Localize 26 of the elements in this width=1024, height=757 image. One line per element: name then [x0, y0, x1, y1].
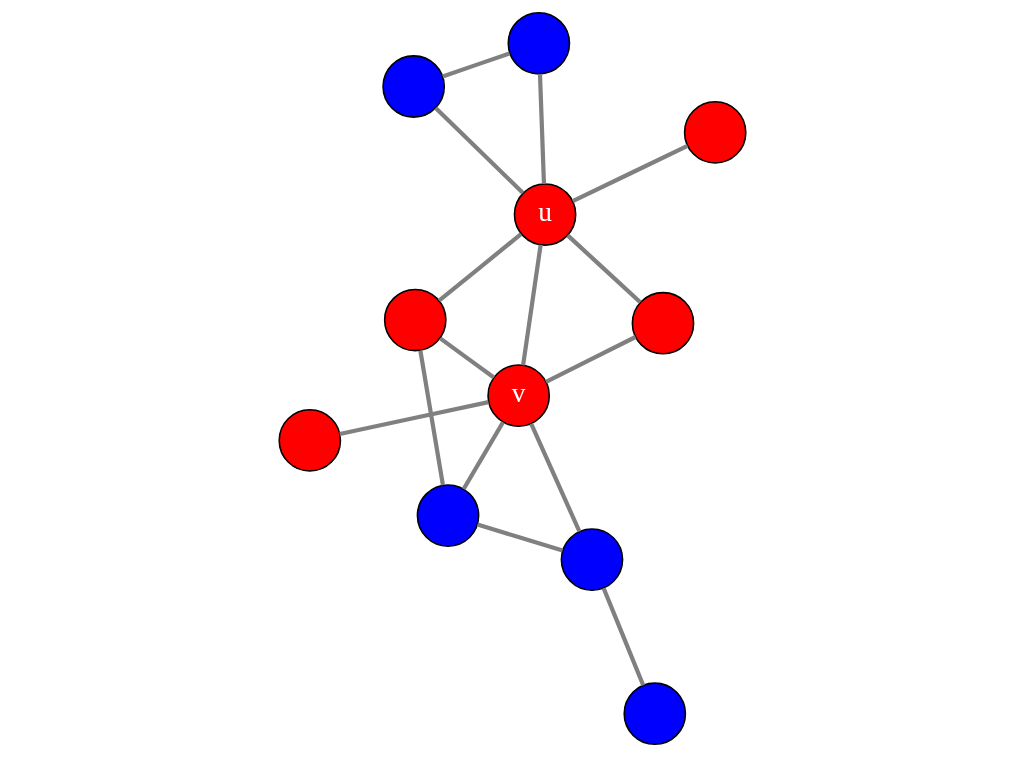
connector — [437, 232, 522, 303]
connector — [441, 51, 510, 79]
node-circle — [622, 682, 686, 746]
node-circle — [277, 409, 341, 472]
node-circle: v — [486, 364, 550, 428]
node-circle — [416, 484, 479, 547]
node-circle — [683, 101, 747, 164]
connector — [537, 73, 546, 184]
node-circle — [560, 528, 623, 591]
node-circle — [506, 11, 570, 75]
connector — [528, 423, 581, 533]
node-circle: u — [513, 183, 576, 246]
node-circle — [383, 288, 447, 352]
connector — [417, 350, 445, 486]
connector — [601, 587, 645, 687]
connector — [571, 143, 688, 204]
connector — [438, 336, 495, 380]
connector — [461, 421, 505, 491]
connector — [544, 335, 636, 384]
connector — [433, 106, 524, 195]
node-circle — [631, 291, 694, 355]
connector — [476, 522, 563, 553]
node-circle — [381, 55, 445, 118]
connector — [520, 244, 543, 366]
connector — [565, 233, 642, 304]
connector — [338, 400, 489, 437]
